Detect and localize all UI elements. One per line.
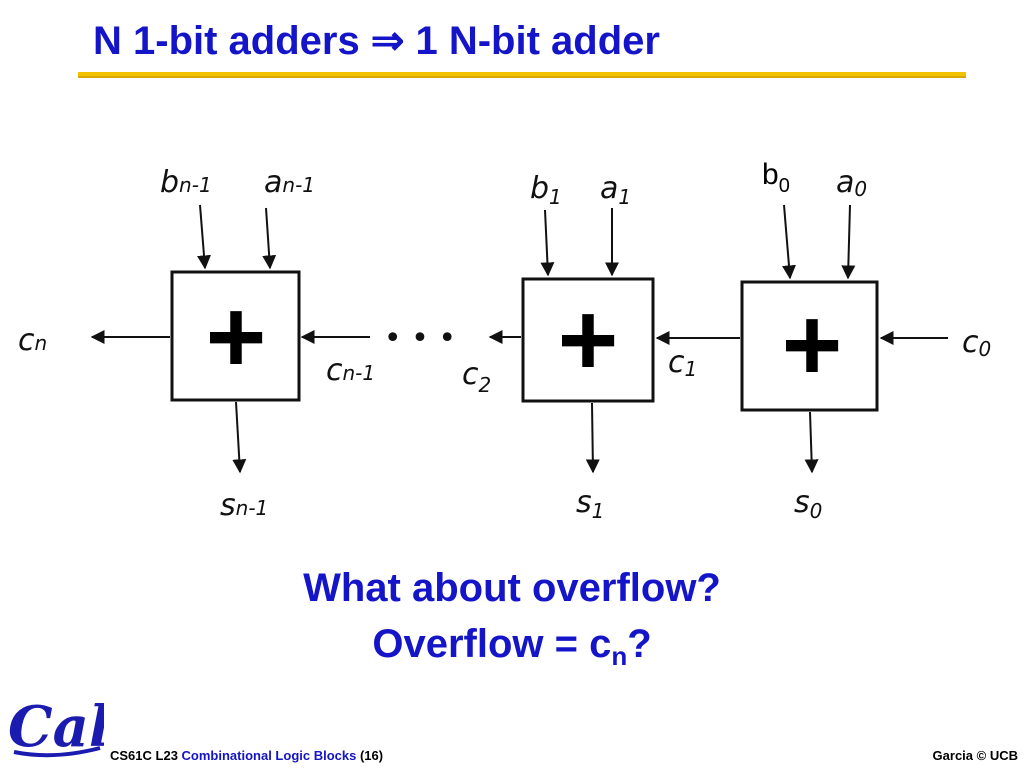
label-sum-msb: sn-1 xyxy=(220,488,268,523)
arrow-b-msb xyxy=(197,204,211,270)
adder-plus-bit0: + xyxy=(782,287,843,403)
adder-rect-bit0 xyxy=(740,280,879,412)
label-b-msb: bn-1 xyxy=(160,165,212,200)
arrow-a-bit0 xyxy=(841,204,856,280)
adder-rect-bit1 xyxy=(521,277,655,403)
arrow-sum-bit1 xyxy=(585,402,600,474)
label-carry-n-1: cn-1 xyxy=(326,353,375,388)
cal-logo: Cal xyxy=(8,694,104,760)
title-underline xyxy=(78,72,966,76)
label-carry-in: c0 xyxy=(962,325,991,361)
overflow-answer: Overflow = cn? xyxy=(372,622,652,671)
cal-logo-swash xyxy=(13,746,101,758)
adder-chain-diagram: + + + • • • bn-1 an-1 b1 a1 b0 a0 cn cn-… xyxy=(18,158,991,523)
slide-title: N 1-bit adders ⇒ 1 N-bit adder xyxy=(93,19,660,63)
adder-box-bit0: + xyxy=(740,280,879,412)
label-a-bit1: a1 xyxy=(600,171,631,209)
adder-rect-msb xyxy=(170,270,301,402)
ellipsis: • • • xyxy=(384,321,456,356)
label-carry-2: c2 xyxy=(462,357,491,397)
label-a-bit0: a0 xyxy=(836,165,867,201)
title-underline-shadow xyxy=(78,76,966,78)
label-sum-bit0: s0 xyxy=(794,485,822,523)
label-carry-1: c1 xyxy=(668,345,697,381)
label-sum-bit1: s1 xyxy=(576,485,604,523)
footer-course: CS61C L23 Combinational Logic Blocks (16… xyxy=(110,748,384,763)
arrow-sum-msb xyxy=(232,401,247,474)
label-a-msb: an-1 xyxy=(264,165,315,200)
adder-plus-msb: + xyxy=(206,279,267,395)
adder-plus-bit1: + xyxy=(558,282,619,398)
label-carry-out: cn xyxy=(18,323,47,358)
adder-box-bit1: + xyxy=(521,277,655,403)
arrow-sum-bit0 xyxy=(804,411,819,474)
arrow-b-bit0 xyxy=(781,204,796,280)
overflow-question: What about overflow? xyxy=(303,566,721,610)
label-b-bit1: b1 xyxy=(530,171,562,209)
adder-box-msb: + xyxy=(170,270,301,402)
arrow-a-msb xyxy=(262,207,277,270)
arrow-b-bit1 xyxy=(540,209,555,277)
label-b-bit0: b0 xyxy=(762,158,790,197)
footer-credit: Garcia © UCB xyxy=(932,748,1018,763)
